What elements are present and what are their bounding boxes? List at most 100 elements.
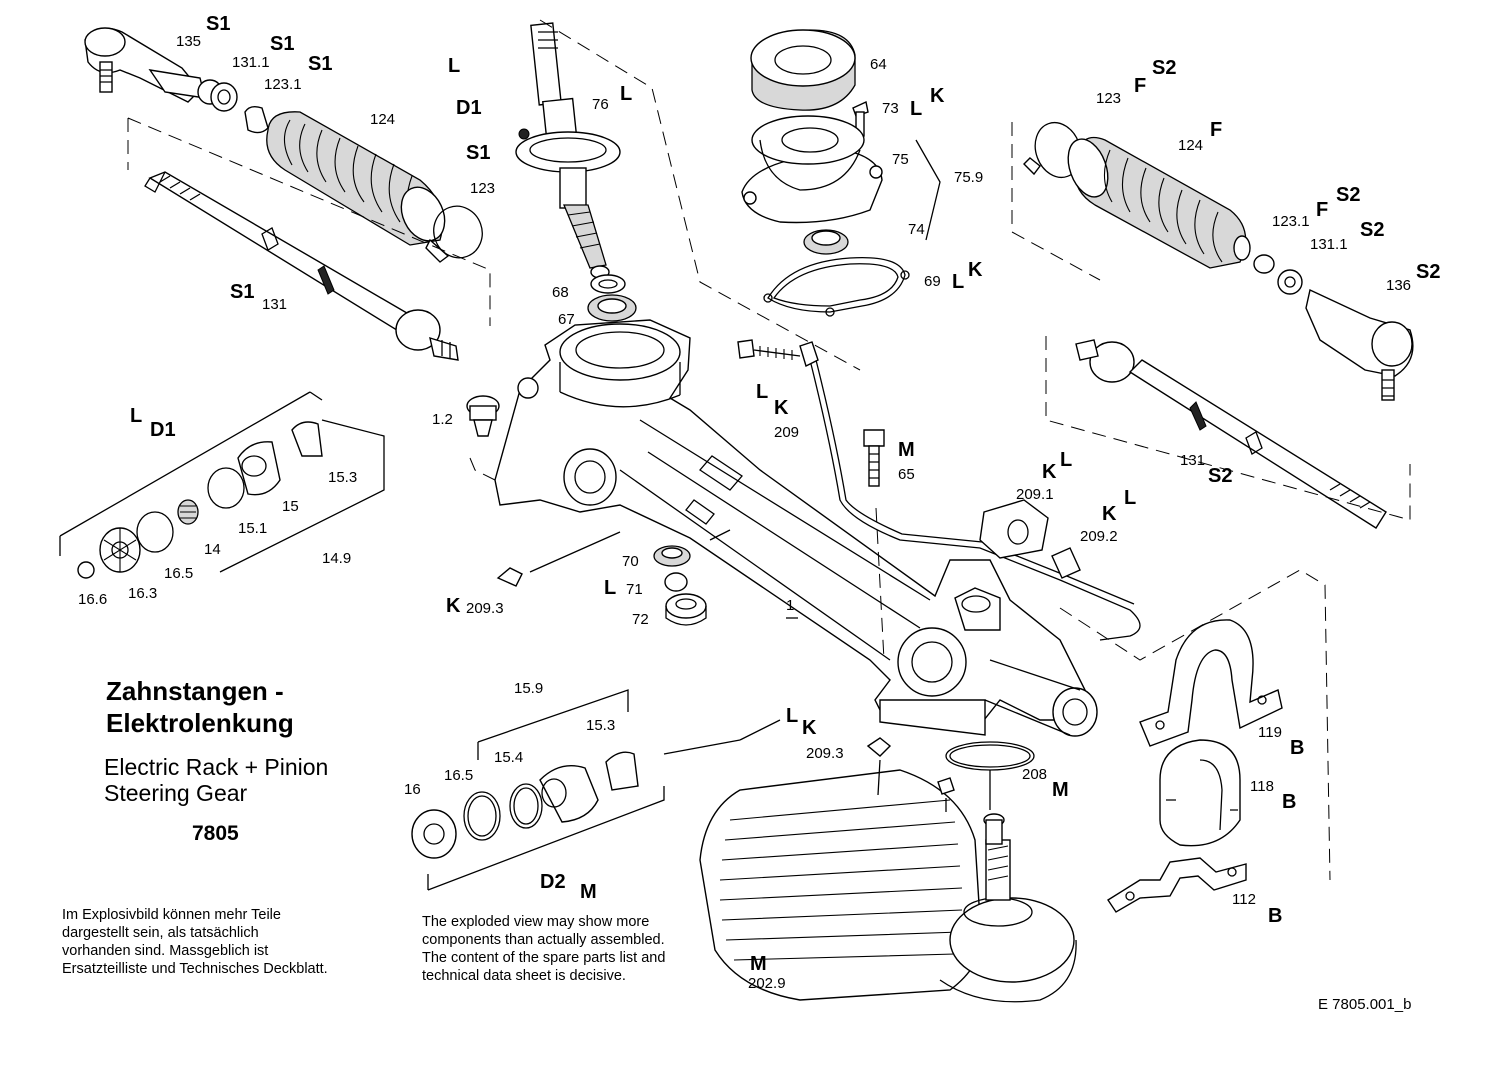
clip-209-3-left bbox=[496, 567, 523, 587]
kit-code-label: L bbox=[786, 705, 799, 727]
part-label: 131.1 bbox=[1310, 236, 1348, 253]
kit-code-label: D1 bbox=[456, 97, 482, 119]
part-label: 1 bbox=[786, 597, 795, 614]
part-label: 72 bbox=[632, 611, 649, 628]
note-english: The exploded view may show more componen… bbox=[422, 913, 665, 985]
gear-housing-1 bbox=[494, 319, 1098, 737]
kit-code-label: S1 bbox=[206, 13, 231, 35]
part-label: 1.2 bbox=[432, 411, 453, 428]
subtitle-line-1: Electric Rack + Pinion bbox=[104, 754, 329, 780]
part-label: 135 bbox=[176, 33, 202, 50]
part-label: 208 bbox=[1022, 766, 1048, 783]
kit-code-label: S1 bbox=[308, 53, 333, 75]
left-inner-tie-rod-131 bbox=[144, 171, 459, 361]
d1-bracket bbox=[59, 391, 385, 573]
left-clamp-123 bbox=[425, 205, 483, 263]
part-label: 65 bbox=[898, 466, 915, 483]
note-english-line: components than actually assembled. bbox=[422, 932, 665, 948]
kit-code-label: M bbox=[580, 881, 597, 903]
bracket-112 bbox=[1107, 857, 1247, 913]
bearing-67 bbox=[587, 294, 637, 322]
part-label: 74 bbox=[908, 221, 925, 238]
kit-code-label: K bbox=[968, 259, 983, 281]
subtitle-line-2: Steering Gear bbox=[104, 780, 248, 806]
kit-code-label: K bbox=[930, 85, 945, 107]
kit-code-label: L bbox=[604, 577, 617, 599]
lines-209-3 bbox=[529, 529, 731, 573]
kit-code-label: L bbox=[952, 271, 965, 293]
part-label: 16.3 bbox=[128, 585, 158, 602]
part-label: 209.2 bbox=[1080, 528, 1118, 545]
left-nut-123-1 bbox=[197, 79, 238, 112]
note-english-line: The content of the spare parts list and bbox=[422, 950, 666, 966]
right-bellows-124 bbox=[1067, 136, 1251, 269]
kit-code-label: K bbox=[802, 717, 817, 739]
part-label: 209.3 bbox=[806, 745, 844, 762]
motor-202-9 bbox=[699, 769, 1077, 1003]
wiring-harness-209 bbox=[737, 339, 1141, 641]
d2-bracket bbox=[427, 689, 741, 891]
note-german: Im Explosivbild können mehr Teile darges… bbox=[62, 906, 328, 978]
kit-code-label: M bbox=[1052, 779, 1069, 801]
drawing-reference: E 7805.001_b bbox=[1318, 996, 1412, 1013]
part-label: 123 bbox=[470, 180, 496, 197]
part-label: 68 bbox=[552, 284, 569, 301]
kit-code-label: K bbox=[1102, 503, 1117, 525]
damper-64 bbox=[750, 29, 856, 111]
kit-code-label: M bbox=[750, 953, 767, 975]
housing-bracket bbox=[469, 457, 1331, 881]
kit-code-label: D1 bbox=[150, 419, 176, 441]
part-label: 73 bbox=[882, 100, 899, 117]
bearing-68 bbox=[590, 274, 626, 294]
kit-code-label: K bbox=[446, 595, 461, 617]
part-label: 131.1 bbox=[232, 54, 270, 71]
part-label: 71 bbox=[626, 581, 643, 598]
kit-code-label: M bbox=[898, 439, 915, 461]
note-english-line: technical data sheet is decisive. bbox=[422, 968, 626, 984]
gasket-69 bbox=[763, 256, 910, 317]
right-tie-rod-end-136 bbox=[1305, 288, 1414, 401]
part-label: 14.9 bbox=[322, 550, 352, 567]
nut-72 bbox=[665, 593, 707, 626]
title-line-2: Elektrolenkung bbox=[106, 708, 294, 738]
connector-209-1 bbox=[979, 499, 1049, 559]
part-label: 16.5 bbox=[164, 565, 194, 582]
part-label: 123.1 bbox=[1272, 213, 1310, 230]
part-label: 131 bbox=[262, 296, 288, 313]
yoke-parts-d2 bbox=[411, 751, 639, 859]
part-label: 70 bbox=[622, 553, 639, 570]
model-number: 7805 bbox=[192, 822, 239, 845]
kit-code-label: L bbox=[1124, 487, 1137, 509]
part-label: 124 bbox=[1178, 137, 1204, 154]
kit-code-label: S2 bbox=[1208, 465, 1233, 487]
part-label: 16.6 bbox=[78, 591, 108, 608]
seal-74 bbox=[803, 229, 849, 255]
kit-code-label: K bbox=[1042, 461, 1057, 483]
part-label: 64 bbox=[870, 56, 887, 73]
kit-code-label: L bbox=[448, 55, 461, 77]
kit-code-label: L bbox=[130, 405, 143, 427]
left-bellows-124 bbox=[266, 111, 446, 246]
kit-code-label: S1 bbox=[270, 33, 295, 55]
right-nut-131-1 bbox=[1277, 269, 1303, 295]
yoke-parts-d1 bbox=[77, 421, 323, 579]
part-label: 118 bbox=[1250, 778, 1274, 795]
part-label: 16 bbox=[404, 781, 421, 798]
kit-code-label: F bbox=[1210, 119, 1223, 141]
kit-code-label: S2 bbox=[1416, 261, 1441, 283]
left-tierod-bracket bbox=[127, 117, 491, 326]
note-english-line: The exploded view may show more bbox=[422, 914, 650, 930]
input-shaft-76 bbox=[515, 22, 621, 279]
kit-code-label: F bbox=[1134, 75, 1147, 97]
note-german-line: vorhanden sind. Massgeblich ist bbox=[62, 943, 269, 959]
part-label: 69 bbox=[924, 273, 941, 290]
clips-209-3-motor bbox=[866, 737, 955, 795]
part-label: 209.3 bbox=[466, 600, 504, 617]
right-inner-tie-rod-131 bbox=[1075, 339, 1387, 529]
part-label: 14 bbox=[204, 541, 221, 558]
bolt-65 bbox=[863, 429, 885, 487]
part-label: 131 bbox=[1180, 452, 1206, 469]
part-label: 202.9 bbox=[748, 975, 786, 992]
spacer-71 bbox=[664, 572, 688, 592]
